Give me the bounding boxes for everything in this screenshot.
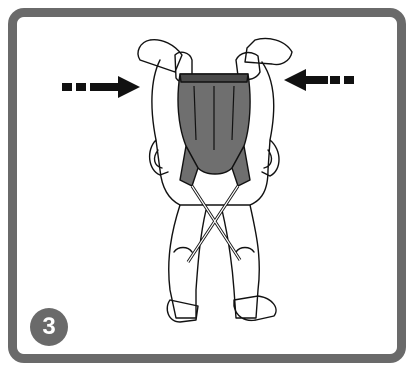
left-leg [168, 204, 207, 319]
patient-left-elbow [153, 149, 163, 169]
arrow-right-icon [62, 76, 140, 98]
step-number: 3 [42, 313, 56, 340]
right-sleeve [244, 37, 293, 66]
patient-right-arm [261, 139, 280, 177]
left-sleeve [137, 38, 183, 73]
step-number-badge: 3 [30, 308, 68, 346]
arrow-left-icon [284, 69, 354, 91]
instruction-frame [8, 8, 406, 363]
left-foot [166, 299, 199, 323]
right-foot [233, 295, 277, 322]
sling-seam-left [193, 85, 197, 141]
sling-seam-right [231, 85, 235, 141]
patient-left-arm [149, 139, 169, 176]
left-knee [173, 246, 193, 253]
patient-torso [151, 59, 275, 206]
right-knee [235, 246, 255, 253]
right-leg [221, 204, 260, 319]
sling-top-band [179, 73, 249, 83]
patient-right-elbow [263, 149, 273, 169]
